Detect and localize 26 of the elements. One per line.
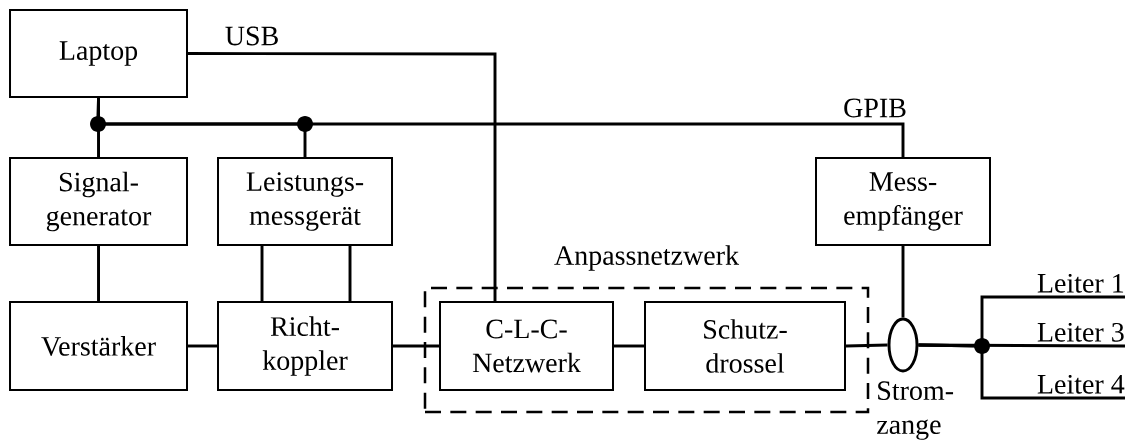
process-box: Schutz- drossel [644, 301, 846, 391]
connection-line [918, 343, 1125, 400]
process-box: C-L-C- Netzwerk [439, 301, 614, 391]
connection-line [845, 343, 888, 348]
process-box: Leistungs- messgerät [217, 157, 393, 246]
current-clamp: Strom- zange [877, 317, 954, 440]
process-box: Richt- koppler [217, 301, 393, 391]
connection-line [348, 246, 352, 301]
edge-label: USB [225, 26, 278, 46]
edge-label: GPIB [844, 98, 906, 118]
conductor-label: Leiter 4 [1037, 374, 1125, 394]
node-label: Anpassnetzwerk [554, 245, 740, 271]
connection-line [188, 52, 497, 301]
node-label: Strom- zange [877, 381, 954, 440]
process-box: Mess- empfänger [815, 157, 991, 246]
connection-line [393, 344, 439, 348]
connection-line [614, 344, 644, 348]
process-box: Laptop [9, 9, 188, 98]
connection-line [901, 246, 905, 318]
connection-line [97, 246, 100, 301]
process-box: Verstärker [9, 301, 188, 391]
connection-line [260, 246, 264, 301]
conductor-label: Leiter 1 [1037, 273, 1124, 293]
connection-line [188, 344, 217, 348]
process-box: Signal- generator [9, 157, 188, 246]
conductor-label: Leiter 3 [1037, 322, 1124, 342]
